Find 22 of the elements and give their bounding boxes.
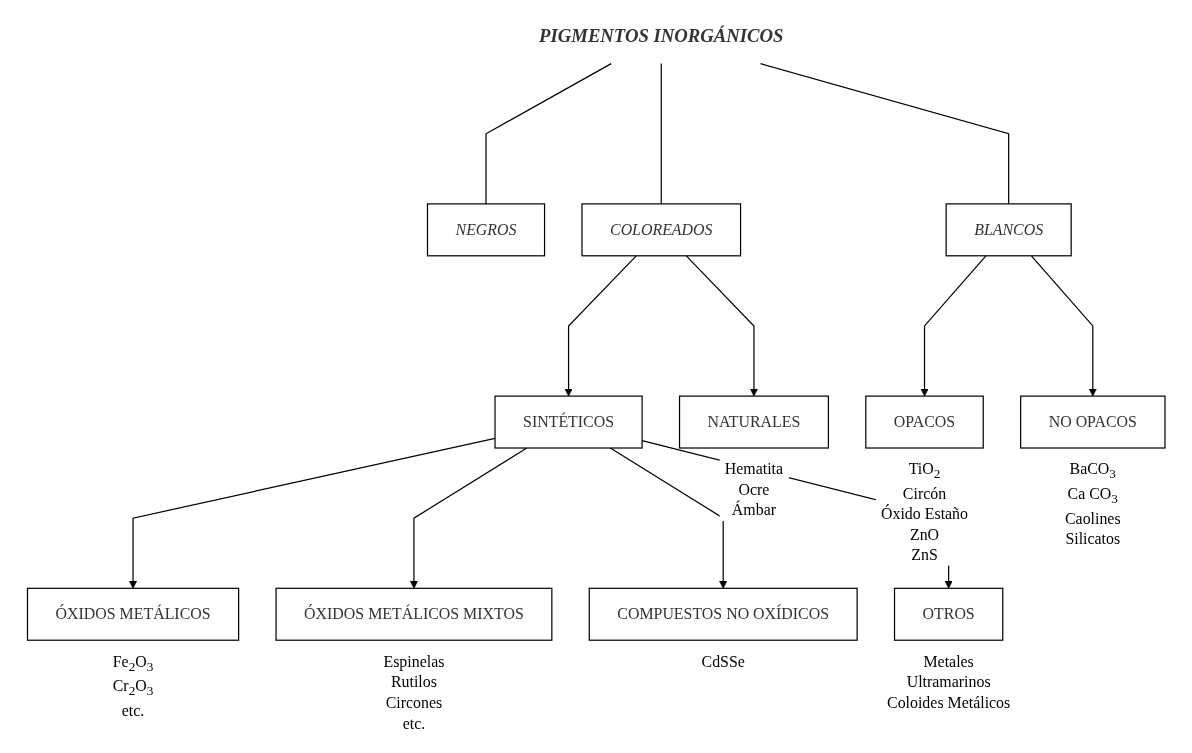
- node-box: ÓXIDOS METÁLICOS MIXTOS: [275, 587, 553, 641]
- node-box: BLANCOS: [945, 203, 1072, 257]
- connector: [759, 63, 1010, 205]
- node-box: NATURALES: [678, 395, 829, 449]
- node-box: ÓXIDOS METÁLICOS: [26, 587, 239, 641]
- node-box: COLOREADOS: [581, 203, 741, 257]
- arrow: [409, 447, 528, 589]
- arrow: [609, 447, 728, 589]
- arrow: [920, 255, 987, 397]
- node-box: OPACOS: [864, 395, 984, 449]
- connector: [660, 63, 662, 205]
- node-box: SINTÉTICOS: [494, 395, 643, 449]
- compound-name: Silicatos: [1065, 529, 1120, 546]
- node-box: NEGROS: [426, 203, 545, 257]
- node-box: OTROS: [893, 587, 1004, 641]
- node-box: NO OPACOS: [1019, 395, 1166, 449]
- arrow: [1030, 255, 1097, 397]
- connector: [485, 63, 612, 205]
- node-text: PIGMENTOS INORGÁNICOS: [538, 25, 784, 46]
- node-box: COMPUESTOS NO OXÍDICOS: [588, 587, 858, 641]
- arrow: [685, 255, 758, 397]
- arrow: [564, 255, 637, 397]
